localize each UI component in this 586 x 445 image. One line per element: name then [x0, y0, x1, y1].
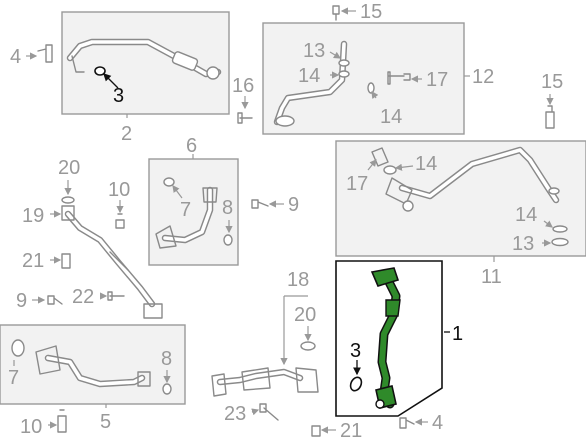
bolt-4-bottom	[399, 417, 415, 429]
bolt-16	[237, 112, 253, 124]
callout-8-middle: 8	[222, 197, 233, 219]
callout-7-middle: 7	[180, 199, 191, 221]
callout-11: 11	[481, 266, 502, 288]
gasket-3-bottom	[349, 376, 363, 392]
callout-20-bottom: 20	[294, 304, 316, 326]
pipe-left-middle	[61, 196, 163, 319]
bolt-15-top	[332, 5, 340, 21]
callout-9-left: 9	[16, 290, 27, 312]
box-part-6	[148, 158, 239, 266]
bolt-9-middle	[251, 199, 269, 209]
callout-14-top-left: 14	[298, 65, 320, 87]
callout-21-bottom: 21	[340, 420, 362, 440]
callout-12: 12	[472, 66, 494, 88]
bolt-10-bottom	[57, 409, 67, 433]
callout-22: 22	[72, 286, 94, 308]
box-part-12	[262, 22, 465, 135]
bolt-4-top	[37, 44, 53, 63]
box-part-1	[335, 260, 443, 417]
callout-9-middle: 9	[288, 194, 299, 216]
callout-21-left: 21	[22, 250, 44, 272]
callout-14-right-bottom: 14	[515, 204, 537, 226]
callout-15-right: 15	[541, 71, 563, 93]
callout-19: 19	[22, 205, 44, 227]
callout-17-right: 17	[346, 173, 368, 195]
callout-14-top-right: 14	[380, 106, 402, 128]
callout-17-top: 17	[426, 69, 448, 91]
pipe-part-18	[211, 341, 321, 437]
highlighted-pipe-part-1[interactable]	[370, 267, 401, 409]
callout-15-top: 15	[360, 1, 382, 23]
box-part-5	[0, 324, 186, 405]
callout-13-top: 13	[303, 40, 325, 62]
callout-4-top: 4	[10, 46, 21, 68]
callout-1: 1	[452, 323, 463, 345]
box-part-2	[61, 11, 230, 115]
callout-3-top: 3	[113, 85, 124, 107]
bolt-15-right	[545, 105, 555, 129]
callout-7-bottom: 7	[8, 367, 19, 389]
callout-20-left: 20	[58, 157, 80, 179]
callout-4-bottom: 4	[432, 412, 443, 434]
callout-5: 5	[100, 411, 111, 433]
callout-10-middle: 10	[108, 179, 130, 201]
gasket-3-top	[94, 66, 106, 76]
callout-16: 16	[232, 75, 254, 97]
callout-10-bottom: 10	[20, 416, 42, 438]
box-part-11	[335, 140, 586, 257]
callout-2: 2	[121, 123, 132, 145]
callout-3-bottom: 3	[350, 340, 361, 362]
bolt-9-left	[47, 295, 63, 305]
callout-18: 18	[287, 269, 309, 291]
callout-13-right: 13	[512, 233, 534, 255]
callout-6: 6	[186, 135, 197, 157]
callout-14-right-top: 14	[415, 153, 437, 175]
callout-23: 23	[224, 403, 246, 425]
callout-8-bottom: 8	[161, 348, 172, 370]
